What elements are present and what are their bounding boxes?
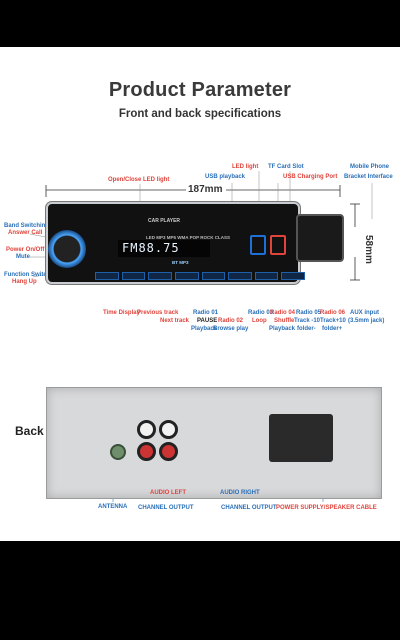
mode-strip: LED MP3 MP5 WMA POP ROCK CLASS bbox=[146, 235, 231, 240]
rca-right-1 bbox=[137, 442, 156, 461]
radio02-label-2: Browse play bbox=[213, 326, 249, 332]
radio-06-button[interactable] bbox=[281, 272, 305, 280]
rca-left-1 bbox=[137, 420, 156, 439]
audio-right-label-1: AUDIO RIGHT bbox=[220, 490, 260, 496]
preset-buttons bbox=[95, 272, 305, 280]
height-dimension: 58mm bbox=[363, 235, 374, 264]
radio04-label-2: Shuffle bbox=[274, 318, 295, 324]
power-label-2: Mute bbox=[16, 254, 30, 260]
brand-text: CAR PLAYER bbox=[148, 218, 181, 224]
open-close-led-label: Open/Close LED light bbox=[108, 177, 170, 183]
radio-05-button[interactable] bbox=[254, 272, 279, 280]
audio-left-label-1: AUDIO LEFT bbox=[150, 490, 186, 496]
rca-left-2 bbox=[159, 420, 178, 439]
radio01-label-3: Playback bbox=[191, 326, 218, 332]
page-subtitle: Front and back specifications bbox=[118, 108, 282, 120]
audio-right-label-2: CHANNEL OUTPUT bbox=[221, 505, 277, 511]
phone-bracket-interface bbox=[296, 214, 344, 262]
rca-right-2 bbox=[159, 442, 178, 461]
audio-left-label-2: CHANNEL OUTPUT bbox=[138, 505, 194, 511]
radio05-label-2: Track -10 bbox=[294, 318, 321, 324]
radio01-label-1: Radio 01 bbox=[193, 310, 219, 316]
previous-track-label: Previous track bbox=[137, 310, 179, 316]
radio05-label-3: folder- bbox=[297, 326, 316, 332]
power-supply-label: POWER SUPPLY/SPEAKER CABLE bbox=[276, 505, 377, 511]
radio-03-button[interactable] bbox=[201, 272, 226, 280]
volume-knob[interactable] bbox=[48, 230, 86, 268]
function-switch-label-2: Hang Up bbox=[12, 279, 37, 285]
phone-bracket-label-2: Bracket Interface bbox=[344, 174, 393, 180]
usb-charging-port[interactable] bbox=[270, 235, 286, 255]
phone-bracket-label-1: Mobile Phone bbox=[350, 164, 389, 170]
iso-connector bbox=[269, 414, 333, 462]
radio06-label-1: Radio 06 bbox=[320, 310, 346, 316]
radio04-label-1: Radio 04 bbox=[270, 310, 296, 316]
next-track-label: Next track bbox=[160, 318, 190, 324]
radio-01-button[interactable] bbox=[148, 272, 172, 280]
led-light-label: LED light bbox=[232, 164, 259, 170]
back-label: Back bbox=[15, 424, 44, 438]
band-switching-label-2: Answer Call bbox=[8, 230, 43, 236]
aux-label-1: AUX input bbox=[350, 310, 379, 316]
aux-label-2: (3.5mm jack) bbox=[348, 318, 385, 324]
radio01-label-2: PAUSE bbox=[197, 318, 218, 324]
tf-card-slot-label: TF Card Slot bbox=[268, 164, 304, 170]
car-radio-back-panel bbox=[46, 387, 382, 499]
radio02-label-1: Radio 02 bbox=[218, 318, 244, 324]
antenna-socket bbox=[110, 444, 126, 460]
antenna-label: ANTENNA bbox=[98, 504, 128, 510]
width-dimension: 187mm bbox=[188, 184, 223, 195]
lcd-display: FM88.75 bbox=[118, 240, 210, 257]
usb-charging-port-label: USB Charging Port bbox=[283, 174, 338, 180]
radio05-label-1: Radio 05 bbox=[296, 310, 322, 316]
radio-02-button[interactable] bbox=[174, 272, 199, 280]
radio03-label-2: Loop bbox=[252, 318, 267, 324]
radio06-label-2: Track+10 bbox=[320, 318, 346, 324]
prev-track-button[interactable] bbox=[95, 272, 119, 280]
usb-playback-port[interactable] bbox=[250, 235, 266, 255]
radio-04-button[interactable] bbox=[228, 272, 252, 280]
function-switch-label-1: Function Switch bbox=[4, 272, 51, 278]
page-title: Product Parameter bbox=[108, 79, 292, 101]
power-label-1: Power On/Off bbox=[6, 247, 45, 253]
next-track-button[interactable] bbox=[121, 272, 146, 280]
status-text: BT MP3 bbox=[172, 260, 189, 265]
band-switching-label-1: Band Switching bbox=[4, 223, 49, 229]
time-display-label: Time Display bbox=[103, 310, 140, 316]
radio04-label-3: Playback bbox=[269, 326, 296, 332]
product-image: Product Parameter Front and back specifi… bbox=[0, 47, 400, 541]
radio06-label-3: folder+ bbox=[322, 326, 343, 332]
usb-playback-label: USB playback bbox=[205, 174, 246, 180]
radio03-label-1: Radio 03 bbox=[248, 310, 274, 316]
